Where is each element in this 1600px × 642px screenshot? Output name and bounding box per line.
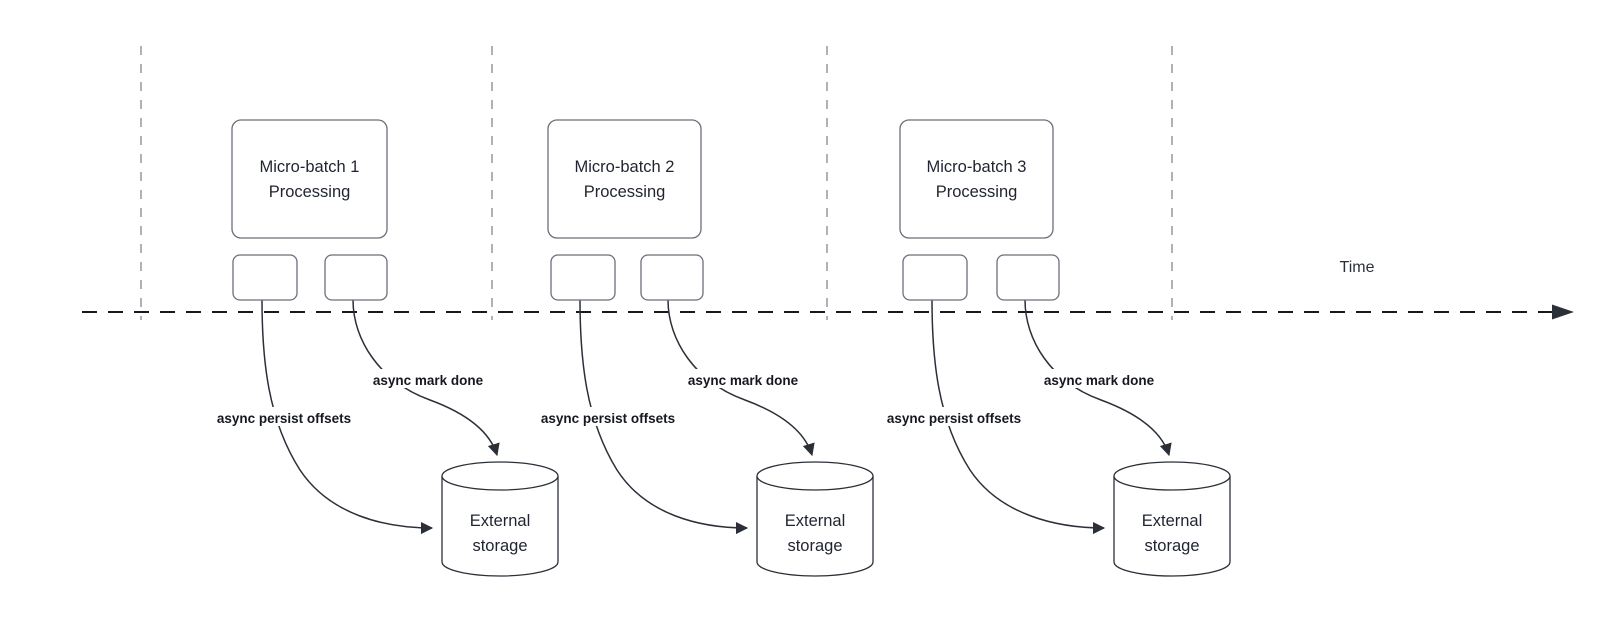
batch-2-persist-offsets-edge [579, 299, 749, 535]
batch-3-persist-offsets-label-group: async persist offsets [866, 407, 1043, 426]
batch-2-task-box-2[interactable] [640, 254, 704, 301]
batch-3-persist-offsets-label: async persist offsets [887, 411, 1021, 426]
batch-2-storage-cylinder-body [756, 476, 874, 577]
batch-1-persist-offsets-label-group: async persist offsets [196, 407, 373, 426]
batch-1-task-box-1[interactable] [232, 254, 298, 301]
batch-2-external-storage-node[interactable]: External storage [756, 461, 874, 577]
batch-1-storage-label-line1: External [470, 512, 531, 530]
batch-1-persist-offsets-label: async persist offsets [217, 411, 351, 426]
batch-3-storage-cylinder-body [1113, 476, 1231, 577]
batch-2-processing-label-line1: Micro-batch 2 [575, 158, 675, 176]
batch-3-processing-box[interactable] [899, 119, 1054, 239]
batch-2-storage-label-line2: storage [787, 537, 842, 555]
batch-3-group: Micro-batch 3 Processing External storag… [866, 119, 1231, 577]
batch-1-mark-done-edge [352, 299, 500, 457]
batch-1-processing-box[interactable] [231, 119, 388, 239]
time-axis: Time [82, 259, 1574, 320]
batch-3-processing-label-line1: Micro-batch 3 [927, 158, 1027, 176]
batch-1-storage-cylinder-body [441, 476, 559, 577]
batch-3-persist-offsets-label-plate [866, 407, 1043, 426]
batch-1-processing-label-line1: Micro-batch 1 [260, 158, 360, 176]
batch-2-mark-done-label: async mark done [688, 373, 799, 388]
batch-2-persist-offsets-label-plate [520, 407, 697, 426]
batch-3-storage-label-line1: External [1142, 512, 1203, 530]
batch-1-mark-done-label-plate [357, 369, 499, 388]
batch-2-processing-node[interactable]: Micro-batch 2 Processing [547, 119, 702, 239]
batch-2-group: Micro-batch 2 Processing External storag… [520, 119, 874, 577]
batch-3-task-box-1[interactable] [902, 254, 968, 301]
batch-1-storage-cylinder-top [441, 461, 559, 491]
batch-2-mark-done-label-plate [672, 369, 814, 388]
batch-2-mark-done-edge [667, 299, 815, 457]
batch-1-processing-node[interactable]: Micro-batch 1 Processing [231, 119, 388, 239]
batch-3-persist-offsets-edge [931, 299, 1106, 535]
batch-2-storage-label-line1: External [785, 512, 846, 530]
batch-3-storage-cylinder-top [1113, 461, 1231, 491]
time-axis-arrowhead [1552, 304, 1574, 320]
batch-2-persist-offsets-label: async persist offsets [541, 411, 675, 426]
batch-3-mark-done-edge [1024, 299, 1172, 457]
batch-3-external-storage-node[interactable]: External storage [1113, 461, 1231, 577]
batch-3-processing-label-line2: Processing [936, 183, 1018, 201]
batch-2-task-box-1[interactable] [550, 254, 616, 301]
batch-1-mark-done-label-group: async mark done [357, 369, 499, 388]
batch-2-processing-box[interactable] [547, 119, 702, 239]
time-axis-label: Time [1340, 259, 1375, 276]
batch-3-task-box-2[interactable] [996, 254, 1060, 301]
batch-1-group: Micro-batch 1 Processing External storag… [196, 119, 559, 577]
batch-2-persist-offsets-label-group: async persist offsets [520, 407, 697, 426]
batch-1-mark-done-label: async mark done [373, 373, 484, 388]
batch-3-processing-node[interactable]: Micro-batch 3 Processing [899, 119, 1054, 239]
batch-1-storage-label-line2: storage [472, 537, 527, 555]
batch-1-persist-offsets-label-plate [196, 407, 373, 426]
batch-1-task-box-2[interactable] [324, 254, 388, 301]
batch-1-external-storage-node[interactable]: External storage [441, 461, 559, 577]
batch-2-storage-cylinder-top [756, 461, 874, 491]
batch-3-mark-done-label-group: async mark done [1028, 369, 1170, 388]
batch-1-processing-label-line2: Processing [269, 183, 351, 201]
batch-3-storage-label-line2: storage [1144, 537, 1199, 555]
batch-2-mark-done-label-group: async mark done [672, 369, 814, 388]
batch-3-mark-done-label-plate [1028, 369, 1170, 388]
batch-3-mark-done-label: async mark done [1044, 373, 1155, 388]
batch-1-persist-offsets-edge [261, 299, 434, 535]
batch-2-processing-label-line2: Processing [584, 183, 666, 201]
